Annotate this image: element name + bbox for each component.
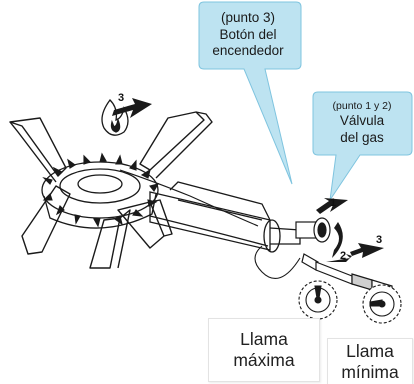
arrow-icon xyxy=(326,254,352,262)
callout-ignition-line3: encendedor xyxy=(212,43,283,60)
step-number-3: 3 xyxy=(376,234,382,246)
label-min-line2: mínima xyxy=(328,362,412,383)
label-min-flame: Llama mínima xyxy=(327,338,413,384)
burner-stand xyxy=(10,112,212,268)
step-number-1: 1 xyxy=(330,197,336,209)
knob-icon-min xyxy=(363,285,401,323)
ignition-wire-loop xyxy=(255,246,300,278)
step-number-flame: 3 xyxy=(118,92,124,104)
gas-tube xyxy=(150,182,300,252)
knob-icon-max xyxy=(299,281,337,319)
step-number-2: 2 xyxy=(340,250,346,262)
callout-valve-line3: del gas xyxy=(340,130,384,147)
label-min-line1: Llama xyxy=(328,341,412,362)
callout-ignition-line1: (punto 3) xyxy=(221,10,275,27)
callout-ignition-line2: Botón del xyxy=(219,27,276,44)
flame-icon xyxy=(102,100,128,135)
label-max-line1: Llama xyxy=(209,329,319,350)
callout-valve-line1: (punto 1 y 2) xyxy=(333,100,392,113)
callout-gas-valve: (punto 1 y 2) Válvula del gas xyxy=(312,92,412,154)
label-max-flame: Llama máxima xyxy=(208,318,320,382)
callout-ignition-button: (punto 3) Botón del encendedor xyxy=(200,2,296,68)
label-max-line2: máxima xyxy=(209,350,319,371)
callout-valve-line2: Válvula xyxy=(340,113,384,130)
